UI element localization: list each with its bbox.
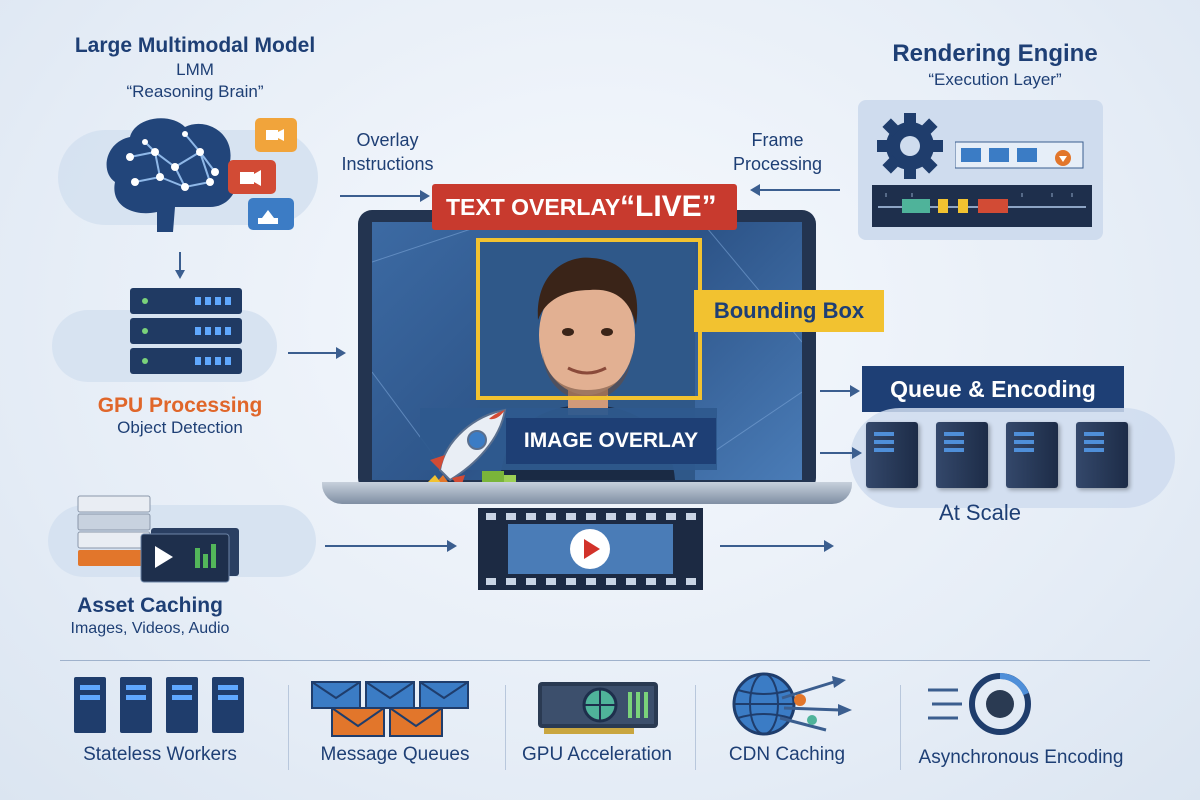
bounding-box <box>476 238 702 400</box>
stateless-workers-icon <box>74 677 244 733</box>
gpu-title: GPU Processing <box>97 394 263 417</box>
brain-icon <box>106 118 238 232</box>
asset-subtitle: Images, Videos, Audio <box>70 620 230 637</box>
image-overlay-label: IMAGE OVERLAY <box>506 418 716 464</box>
lmm-subtitle: “Reasoning Brain” <box>126 82 264 101</box>
text-overlay-banner: TEXT OVERLAY “LIVE” <box>432 184 737 230</box>
lmm-abbr: LMM <box>176 60 214 79</box>
bottom-label-gpu-acceleration: GPU Acceleration <box>522 744 672 765</box>
video-filmstrip <box>478 508 703 590</box>
queue-input-arrow <box>820 447 862 459</box>
bottom-divider-1 <box>288 685 289 770</box>
gpu-subtitle: Object Detection <box>117 418 243 437</box>
overlay-instructions-label: Overlay Instructions <box>315 128 460 176</box>
banner-text: TEXT OVERLAY <box>446 194 621 220</box>
media-glyphs <box>240 129 284 224</box>
bottom-divider-3 <box>695 685 696 770</box>
message-queues-icon <box>311 681 469 737</box>
bottom-label-stateless-workers: Stateless Workers <box>83 744 237 765</box>
frame-processing-label: Frame Processing <box>710 128 845 176</box>
rendering-subtitle: “Execution Layer” <box>928 70 1062 89</box>
queue-subtitle: At Scale <box>939 500 1021 525</box>
bottom-divider-4 <box>900 685 901 770</box>
bottom-label-message-queues: Message Queues <box>320 744 470 765</box>
frame-processing-text: Frame Processing <box>732 130 823 174</box>
down-arrow-icon <box>175 252 185 279</box>
encoder-server-1 <box>866 422 918 488</box>
lmm-title: Large Multimodal Model <box>74 34 316 57</box>
encoder-server-2 <box>936 422 988 488</box>
instructions-arrow <box>340 190 430 202</box>
database-icon <box>77 495 151 566</box>
asset-to-video-arrow <box>325 540 457 552</box>
video-to-output-arrow <box>720 540 834 552</box>
server-stack-icon <box>130 288 242 374</box>
gpu-to-screen-arrow <box>288 347 346 359</box>
asset-title: Asset Caching <box>77 594 223 617</box>
bottom-divider-2 <box>505 685 506 770</box>
screen-to-queue-arrow <box>820 385 860 397</box>
encoder-server-4 <box>1076 422 1128 488</box>
gear-icon <box>877 113 943 179</box>
queue-title: Queue & Encoding <box>862 366 1124 412</box>
media-player-icon <box>140 528 239 583</box>
bottom-separator <box>60 660 1150 661</box>
rendering-title: Rendering Engine <box>892 40 1098 67</box>
bounding-box-label: Bounding Box <box>694 290 884 332</box>
bottom-label-cdn-caching: CDN Caching <box>728 744 846 765</box>
async-encoding-icon <box>928 673 1031 735</box>
timeline-icon <box>872 185 1092 227</box>
pipeline-icon <box>955 141 1084 169</box>
gpu-card-icon <box>538 682 658 734</box>
overlay-instructions-text: Overlay Instructions <box>341 130 434 174</box>
bottom-label-async-encoding: Asynchronous Encoding <box>918 747 1124 768</box>
encoder-server-3 <box>1006 422 1058 488</box>
cdn-globe-icon <box>732 672 852 736</box>
banner-live: “LIVE” <box>620 190 717 223</box>
laptop-base <box>322 482 852 504</box>
frame-processing-arrow <box>750 184 840 196</box>
